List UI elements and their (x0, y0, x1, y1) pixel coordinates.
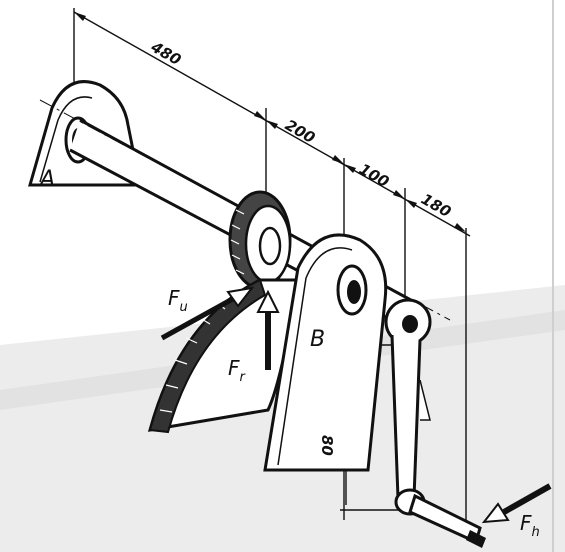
label-force-fr: Fr (228, 356, 247, 385)
dimension-100: 100 (356, 160, 392, 191)
dimension-80: 80 (318, 435, 336, 456)
bearing-b-support (263, 233, 388, 472)
large-gear-segment (147, 278, 300, 434)
dimension-200: 200 (282, 116, 318, 147)
label-bearing-a: A (38, 167, 55, 192)
force-fu-arrow (160, 286, 255, 341)
force-fh-arrow (481, 483, 552, 524)
pinion-gear (228, 190, 292, 290)
force-fr-arrow (256, 289, 280, 370)
label-bearing-b: B (310, 327, 325, 352)
crank-arm (384, 298, 486, 548)
dimension-arrows (74, 12, 466, 232)
label-force-fh: Fh (520, 511, 540, 540)
label-force-fu: Fu (168, 286, 188, 315)
